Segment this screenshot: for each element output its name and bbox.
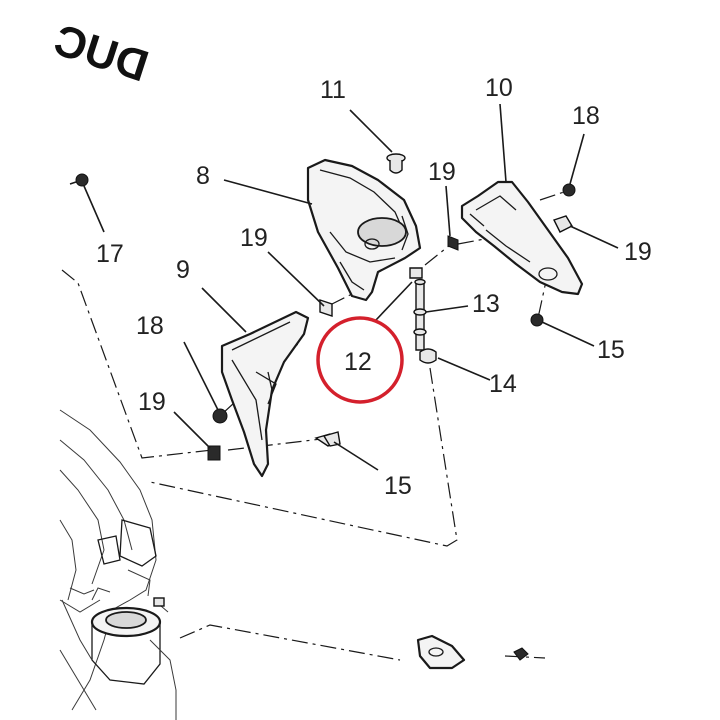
part-9-side-panel-left — [220, 310, 310, 478]
leader-18-left — [183, 341, 219, 411]
leader-8 — [223, 179, 313, 205]
leader-19-mid — [267, 251, 325, 307]
leader-18-right — [569, 133, 585, 185]
alignment-line-right — [149, 367, 458, 547]
leader-12 — [375, 281, 413, 321]
leader-9 — [201, 287, 247, 333]
fastener-15-nut-right — [530, 313, 544, 327]
part-10-side-panel-right — [460, 180, 584, 296]
leader-17 — [83, 185, 105, 233]
callout-19-left: 19 — [138, 388, 166, 416]
leader-10 — [499, 103, 507, 183]
fastener-13-pin — [413, 278, 427, 351]
leader-11 — [349, 109, 393, 153]
fastener-19-clip-upper — [447, 235, 459, 251]
callout-18-right: 18 — [572, 102, 600, 130]
alignment-line-10-18 — [539, 189, 571, 201]
alignment-line-bottom — [179, 624, 401, 661]
fastener-14-bushing — [419, 348, 437, 364]
leader-13 — [425, 305, 469, 313]
fastener-17-cap — [69, 173, 89, 187]
callout-13: 13 — [472, 290, 500, 318]
alignment-line-19-9 — [329, 289, 361, 306]
alignment-line-bottom-right — [504, 655, 546, 659]
callout-12: 12 — [344, 348, 372, 376]
fastener-19-clip-mid — [319, 299, 333, 317]
fastener-12-bushing — [409, 267, 423, 279]
leader-19-upper — [445, 185, 451, 237]
callout-10: 10 — [485, 74, 513, 102]
part-8-upper-cover — [306, 158, 422, 302]
callout-11: 11 — [320, 76, 346, 104]
alignment-line-mid — [227, 437, 331, 451]
highlight-circle-12 — [316, 316, 404, 404]
callout-15-lower: 15 — [384, 472, 412, 500]
fastener-11-screw — [386, 153, 406, 174]
callout-18-left: 18 — [136, 312, 164, 340]
brand-logo-mirrored: DUC — [48, 15, 154, 91]
callout-19-mid: 19 — [240, 224, 268, 252]
fastener-18-grommet-left — [212, 408, 228, 424]
callout-17: 17 — [96, 240, 124, 268]
callout-9: 9 — [176, 256, 190, 284]
alignment-line-8-19 — [424, 244, 451, 266]
fastener-19-clip-left — [207, 445, 221, 461]
frame-lower-left — [59, 409, 177, 720]
fastener-bottom-right — [513, 647, 529, 661]
alignment-line-left — [61, 269, 213, 459]
callout-15-right: 15 — [597, 336, 625, 364]
alignment-line-10-19 — [457, 237, 491, 245]
leader-15-right — [541, 321, 595, 347]
leader-19-left — [173, 411, 211, 449]
part-bottom-right-fragment — [416, 634, 466, 670]
leader-15-lower — [333, 441, 379, 471]
callout-19-upper: 19 — [428, 158, 456, 186]
fastener-19-clip-right — [553, 215, 573, 233]
callout-14: 14 — [489, 370, 517, 398]
callout-8: 8 — [196, 162, 210, 190]
fastener-18-grommet-right — [562, 183, 576, 197]
leader-14 — [437, 357, 491, 381]
callout-19-right: 19 — [624, 238, 652, 266]
leader-19-right — [569, 225, 619, 249]
